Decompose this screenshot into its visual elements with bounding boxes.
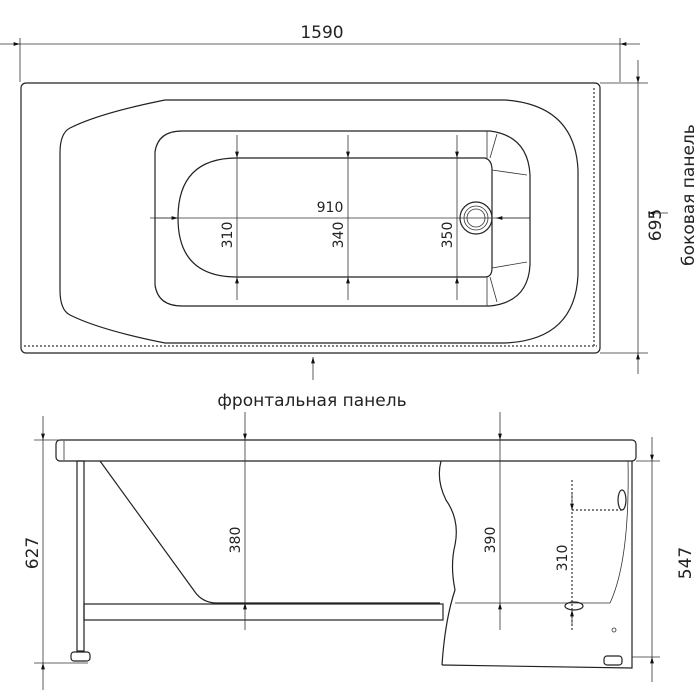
top-view: 1590 910 310 340 — [0, 23, 699, 411]
cutaway-line — [438, 460, 457, 666]
front-panel-label: фронтальная панель — [217, 391, 406, 411]
overflow-height-label: 310 — [555, 545, 571, 572]
drain-outlet-icon — [564, 601, 584, 611]
frame-bar — [83, 603, 444, 621]
foot-left — [70, 651, 91, 662]
depth-head-label: 380 — [228, 527, 244, 554]
overflow-icon — [617, 489, 627, 511]
tub-rim-outline — [20, 82, 601, 354]
overall-width-label: 695 — [646, 209, 666, 241]
basin-floor-outline — [177, 157, 493, 278]
depth-drain-label: 390 — [483, 527, 499, 554]
side-view: 310 627 547 380 390 — [23, 412, 696, 690]
bolt-icon — [611, 627, 617, 633]
basin-outline — [154, 130, 531, 307]
basin-length-label: 910 — [317, 200, 344, 216]
width-middle-label: 340 — [331, 222, 347, 249]
width-drain-label: 350 — [440, 222, 456, 249]
total-height-label: 627 — [23, 537, 43, 569]
leg-left — [76, 460, 85, 652]
tub-height-label: 547 — [676, 547, 696, 579]
overall-length-label: 1590 — [300, 23, 343, 43]
width-head-label: 310 — [220, 222, 236, 249]
headrest-contour — [486, 131, 528, 306]
bowl-outline — [59, 99, 579, 344]
foot-right — [603, 655, 623, 666]
tub-body-right — [441, 461, 633, 669]
tub-inner-right — [455, 460, 629, 604]
side-panel-label: боковая панель — [679, 124, 699, 266]
tub-inner-profile — [99, 460, 440, 604]
tub-rim-side — [55, 439, 637, 462]
